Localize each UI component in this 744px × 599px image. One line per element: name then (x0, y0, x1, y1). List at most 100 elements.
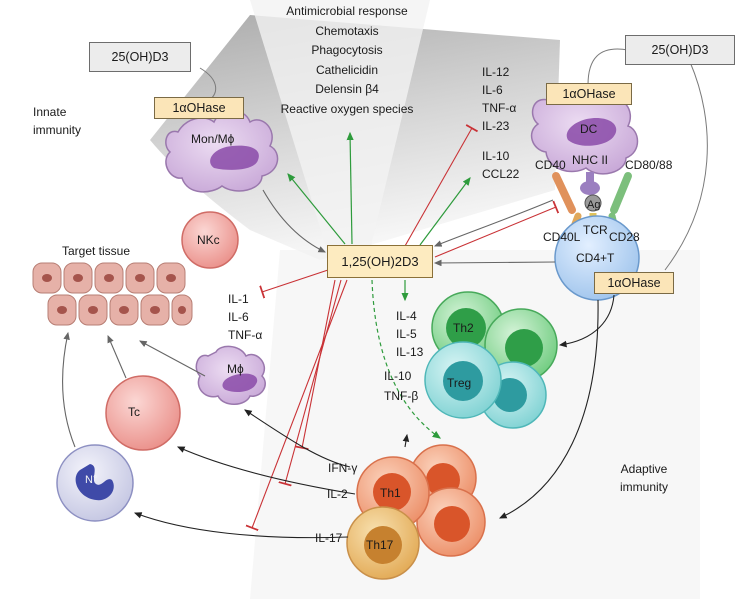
arrow-t-to-th2 (558, 294, 615, 348)
calcitriol-label: 1,25(OH)2D3 (341, 254, 419, 269)
response-ros: Reactive oxygen species (280, 101, 414, 116)
arrow-t-to-center (433, 259, 556, 267)
arrow-dc-to-center (433, 199, 554, 247)
th17-label: Th17 (366, 538, 394, 552)
tc-label: Tc (128, 405, 140, 419)
arrow-macrophage-to-tissue (139, 340, 206, 377)
cytokine-il4: IL-4 (396, 309, 417, 323)
nkc-label: NKc (197, 233, 220, 247)
th1-label: Th1 (380, 486, 401, 500)
adaptive-line-1: Adaptive (620, 462, 668, 476)
monocyte-label: Mon/Mϕ (191, 132, 235, 146)
adaptive-line-2: immunity (620, 480, 669, 494)
cytokine-ccl22: CCL22 (482, 167, 520, 181)
innate-line-2: immunity (33, 123, 82, 137)
macrophage-label: Mϕ (227, 362, 244, 376)
inhibit-il2 (278, 279, 342, 487)
cytokine-il23: IL-23 (482, 119, 510, 133)
enzyme-label-t: 1αOHase (607, 276, 661, 290)
target-tissue-cells (32, 262, 193, 326)
cytokine-il6-m: IL-6 (228, 310, 249, 324)
arrow-ifn-to-macrophage (244, 409, 351, 468)
arrow-monocyte-to-center (262, 189, 326, 253)
cytokine-il12: IL-12 (482, 65, 510, 79)
inhibit-dc-cytokines (404, 124, 479, 247)
calcitriol-box: 1,25(OH)2D3 (327, 245, 433, 278)
arrow-th1-to-treg (402, 433, 410, 448)
precursor-right-link (587, 48, 629, 86)
cytokine-il17: IL-17 (315, 531, 343, 545)
precursor-box-left: 25(OH)D3 (89, 42, 191, 72)
dc-induced-cytokines: IL-10 CCL22 (482, 147, 519, 183)
response-phagocytosis: Phagocytosis (311, 43, 383, 57)
neutrophil-cell (56, 444, 134, 522)
innate-immunity-label: Innate immunity (33, 103, 81, 139)
cytokine-il1: IL-1 (228, 292, 249, 306)
cd28-label: CD28 (609, 230, 640, 244)
mhc-receptor (580, 181, 600, 195)
adaptive-immunity-label: Adaptive immunity (620, 460, 668, 496)
cytokine-ifn-gamma: IFN-γ (328, 461, 358, 475)
monocyte-nucleus (210, 145, 259, 170)
cd80-receptor (610, 172, 632, 214)
mhc-label: NHC II (572, 153, 608, 167)
th1-th17-cluster (346, 444, 486, 580)
dc-label: DC (580, 122, 598, 136)
precursor-box-right: 25(OH)D3 (625, 35, 735, 65)
cytokine-tnfa: TNF-α (482, 101, 517, 115)
target-tissue-label: Target tissue (62, 244, 131, 258)
enzyme-box-t: 1αOHase (594, 272, 674, 294)
precursor-label-right: 25(OH)D3 (651, 43, 709, 57)
neutrophil-nucleus (75, 464, 114, 501)
response-chemotaxis: Chemotaxis (315, 23, 379, 38)
tc-cell (105, 375, 181, 451)
arrow-tc-to-tissue (107, 334, 127, 379)
th2-treg-cluster (424, 291, 558, 429)
arrow-center-to-treg (371, 279, 441, 439)
arrow-t-to-th1 (499, 299, 599, 519)
macrophage-nucleus (222, 373, 258, 392)
inhibit-mphi-cytokines (259, 269, 329, 299)
precursor-label-left: 25(OH)D3 (111, 50, 169, 64)
innate-line-1: Innate (33, 105, 67, 119)
enzyme-label-dc: 1αOHase (562, 87, 616, 101)
response-defensin: Delensin β4 (315, 82, 379, 96)
neutrophil-label: N° (85, 474, 98, 486)
treg-cytokines: IL-10 TNF-β (384, 366, 418, 406)
cd40-receptor (552, 172, 576, 214)
mphi-inhibited-cytokines: IL-1 IL-6 TNF-α (228, 290, 262, 344)
cytokine-tnfb: TNF-β (384, 389, 419, 403)
enzyme-label-monocyte: 1αOHase (172, 101, 226, 115)
response-antimicrobial: Antimicrobial response (286, 4, 408, 18)
cytokine-il6: IL-6 (482, 83, 503, 97)
arrow-il2-to-tc (176, 446, 356, 495)
arrow-neutrophil-to-tissue (62, 331, 76, 448)
dc-inhibited-cytokines: IL-12 IL-6 TNF-α IL-23 (482, 63, 516, 135)
tcr-label: TCR (583, 223, 608, 237)
cytokine-il10-treg: IL-10 (384, 369, 412, 383)
responses-list: Antimicrobial response Chemotaxis Phagoc… (262, 2, 432, 119)
background-highlight (250, 0, 430, 260)
th2-cytokines: IL-4 IL-5 IL-13 (396, 307, 423, 361)
cytokine-il10-dc: IL-10 (482, 149, 510, 163)
cd40-label: CD40 (535, 158, 566, 172)
arrow-center-to-monocyte (287, 173, 346, 245)
enzyme-box-dc: 1αOHase (546, 83, 632, 105)
precursor-right-link2 (664, 61, 708, 271)
cytokine-il2: IL-2 (327, 487, 348, 501)
response-cathelicidin: Cathelicidin (315, 62, 379, 77)
treg-label: Treg (447, 376, 472, 390)
antigen-label: Ag (587, 199, 601, 211)
cytokine-tnfa-m: TNF-α (228, 328, 263, 342)
nk-cell (181, 211, 239, 269)
antigen (584, 194, 602, 212)
arrow-center-to-responses (346, 131, 354, 245)
cd40l-label: CD40L (543, 230, 581, 244)
inhibit-dc-activation (434, 200, 560, 258)
enzyme-box-monocyte: 1αOHase (154, 97, 244, 119)
cytokine-il13: IL-13 (396, 345, 424, 359)
cytokine-il5: IL-5 (396, 327, 417, 341)
arrow-center-to-il10 (419, 177, 471, 246)
